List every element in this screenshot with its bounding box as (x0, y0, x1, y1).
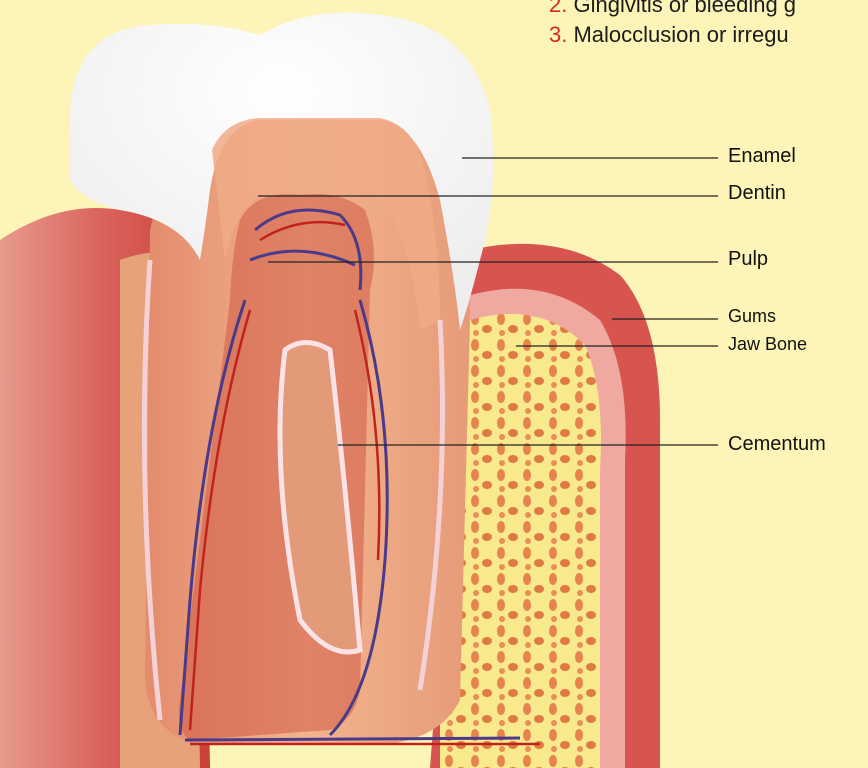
label-cementum: Cementum (728, 433, 826, 456)
list-number: 2. (549, 0, 567, 17)
list-item: 2. Gingivitis or bleeding g (549, 0, 796, 20)
list-text: Malocclusion or irregu (567, 22, 788, 47)
label-dentin: Dentin (728, 182, 786, 205)
label-gums: Gums (728, 306, 776, 327)
list-number: 3. (549, 22, 567, 47)
condition-list: 2. Gingivitis or bleeding g 3. Malocclus… (549, 0, 796, 50)
list-item: 3. Malocclusion or irregu (549, 20, 796, 50)
label-pulp: Pulp (728, 248, 768, 271)
label-enamel: Enamel (728, 145, 796, 168)
list-text: Gingivitis or bleeding g (567, 0, 796, 17)
label-jaw-bone: Jaw Bone (728, 334, 807, 355)
